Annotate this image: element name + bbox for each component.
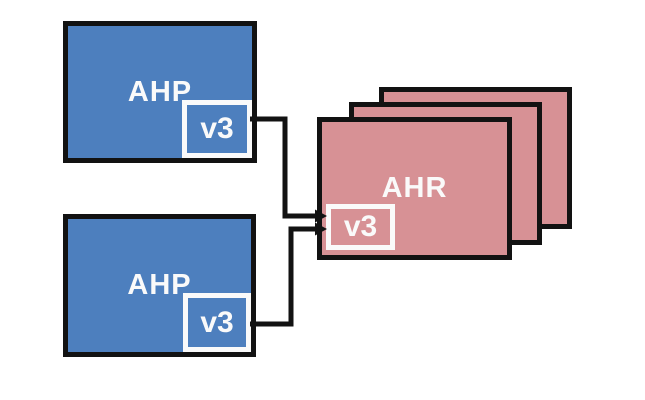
connector-ahp-top-to-ahr — [250, 116, 316, 219]
port-v3-ahp-top: v3 — [182, 100, 252, 158]
node-ahr: AHR v3 — [317, 117, 512, 260]
node-ahp-bottom: AHP v3 — [63, 214, 256, 357]
port-v3-ahp-top-label: v3 — [200, 112, 234, 145]
node-ahp-top: AHP v3 — [63, 21, 257, 163]
port-v3-ahp-bottom-label: v3 — [200, 305, 234, 339]
port-v3-ahr: v3 — [326, 204, 395, 250]
port-v3-ahp-bottom: v3 — [183, 293, 251, 352]
node-ahr-label: AHR — [381, 172, 448, 204]
node-ahp-bottom-label: AHP — [127, 269, 192, 301]
node-ahp-top-label: AHP — [127, 75, 193, 108]
connector-ahp-bottom-to-ahr — [250, 226, 316, 327]
port-v3-ahr-label: v3 — [343, 210, 378, 243]
